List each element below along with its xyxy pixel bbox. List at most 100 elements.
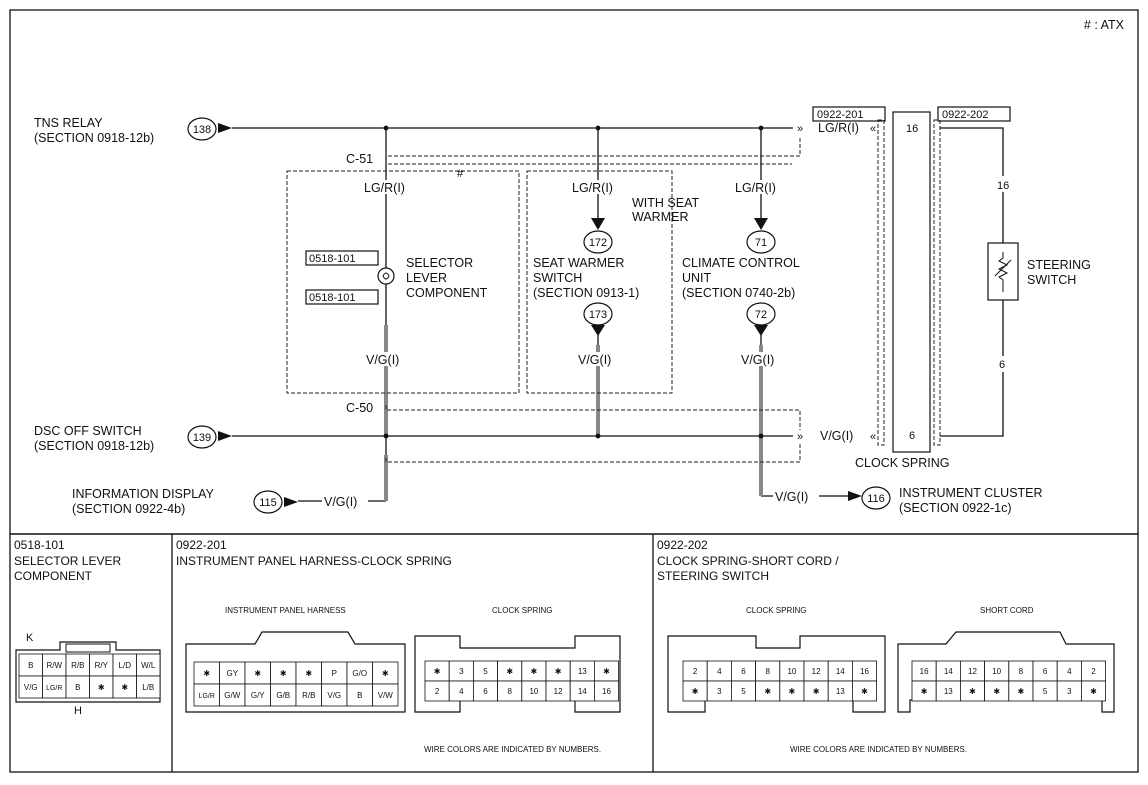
- pin-label: ✱: [98, 683, 105, 692]
- harness-dash: [385, 136, 801, 157]
- clock-spring-label-1: CLOCK SPRING: [492, 606, 552, 615]
- panel-2-title: INSTRUMENT PANEL HARNESS-CLOCK SPRING: [176, 554, 452, 568]
- pin-label: L/B: [142, 683, 154, 692]
- clock-spring-conn-right-tag: [937, 106, 1011, 122]
- clock-spring-wire-bottom: V/G(I): [820, 429, 853, 443]
- splice-dot-icon: [595, 125, 601, 131]
- pin-label: G/O: [352, 669, 367, 678]
- pin-label: 8: [1019, 667, 1024, 676]
- label-mask: [739, 352, 785, 366]
- seat-warmer-dashed-box: [526, 170, 673, 394]
- arrowhead-icon: [218, 431, 232, 441]
- label-mask: [576, 352, 622, 366]
- pin-label: 8: [507, 687, 512, 696]
- clock-spring-pin-top: 16: [906, 123, 918, 135]
- pin-label: 8: [765, 667, 770, 676]
- pin-label: 16: [602, 687, 611, 696]
- connector-circle-icon: [253, 490, 283, 514]
- pin-label: ✱: [382, 669, 389, 678]
- seat-warmer-note-2: WARMER: [632, 210, 688, 224]
- selector-conn-tag: [305, 250, 379, 266]
- pin-label: B: [28, 661, 33, 670]
- splice-dot-icon: [758, 433, 764, 439]
- pin-label: 13: [944, 687, 953, 696]
- info-display-section: (SECTION 0922-4b): [72, 502, 185, 516]
- pin-label: G/Y: [251, 691, 265, 700]
- harness-dash: [385, 405, 801, 430]
- connector-circle-icon: [187, 425, 217, 449]
- pin-label: R/W: [46, 661, 62, 670]
- pin-label: 3: [1067, 687, 1072, 696]
- steering-pin-top: 16: [997, 180, 1009, 192]
- pin-cell: [594, 680, 620, 702]
- selector-conn-tag: [305, 289, 379, 305]
- pin-label: G/W: [224, 691, 240, 700]
- pin-label: 14: [578, 687, 587, 696]
- pin-label: 5: [741, 687, 746, 696]
- tns-relay-section: (SECTION 0918-12b): [34, 131, 154, 145]
- steering-wire-bottom: [940, 300, 1004, 437]
- pin-label: ✱: [764, 687, 771, 696]
- clock-spring-dashed-left: [877, 119, 885, 446]
- splice-dot-icon: [383, 125, 389, 131]
- pin-label: ✱: [692, 687, 699, 696]
- panel-3-title-1: CLOCK SPRING-SHORT CORD /: [657, 554, 839, 568]
- label-mask: [733, 180, 789, 194]
- pin-label: ✱: [861, 687, 868, 696]
- tns-relay-name: TNS RELAY: [34, 116, 103, 130]
- pin-label: 3: [459, 667, 464, 676]
- arrowhead-icon: [848, 491, 862, 501]
- pin-label: 10: [529, 687, 538, 696]
- clock-spring-label-2: CLOCK SPRING: [746, 606, 806, 615]
- pin-label: P: [332, 669, 337, 678]
- clock-spring-conn-left: 0922-201: [817, 109, 864, 121]
- wire-note-1: WIRE COLORS ARE INDICATED BY NUMBERS.: [424, 745, 601, 754]
- selector-inner-icon: [382, 272, 390, 280]
- pin-cell: [852, 680, 878, 702]
- clock-spring-conn-left-tag: [812, 106, 886, 122]
- selector-conn-bottom: 0518-101: [309, 292, 356, 304]
- pin-label: W/L: [141, 661, 156, 670]
- pin-label: 16: [920, 667, 929, 676]
- selector-name-3: COMPONENT: [406, 286, 488, 300]
- pin-label: 12: [968, 667, 977, 676]
- label-mask: [364, 352, 410, 366]
- pin-label: 5: [483, 667, 488, 676]
- label-mask: [997, 176, 1011, 192]
- cluster-section: (SECTION 0922-1c): [899, 501, 1012, 515]
- seat-warmer-wire-bottom-label: V/G(I): [578, 353, 611, 367]
- ip-harness-label: INSTRUMENT PANEL HARNESS: [225, 606, 346, 615]
- pin-label: GY: [226, 669, 238, 678]
- connector-circle-icon: [187, 117, 217, 141]
- pin-label: V/G: [24, 683, 38, 692]
- pin-label: 14: [944, 667, 953, 676]
- pin-label: 12: [554, 687, 563, 696]
- panel-3-title-2: STEERING SWITCH: [657, 569, 769, 583]
- clock-spring-dashed-right: [933, 119, 941, 446]
- panel-1-title-2: COMPONENT: [14, 569, 93, 583]
- arrowhead-icon: [754, 325, 768, 336]
- label-mask: [322, 494, 368, 508]
- dsc-off-section: (SECTION 0918-12b): [34, 439, 154, 453]
- pin-label: V/G: [327, 691, 341, 700]
- selector-dashed-box: [286, 170, 520, 394]
- splice-dot-icon: [758, 125, 764, 131]
- pin-label: B: [75, 683, 80, 692]
- seat-warmer-circle-top: 172: [589, 237, 607, 249]
- wire-note-2: WIRE COLORS ARE INDICATED BY NUMBERS.: [790, 745, 967, 754]
- info-display-wire-label: V/G(I): [324, 495, 357, 509]
- clock-spring-conn-right: 0922-202: [942, 109, 989, 121]
- climate-name-2: UNIT: [682, 271, 712, 285]
- atx-hash-mark: #: [457, 168, 464, 180]
- pin-label: 2: [1091, 667, 1096, 676]
- label-mask: [358, 180, 414, 194]
- pin-label: ✱: [813, 687, 820, 696]
- pin-label: ✱: [280, 669, 287, 678]
- connector-chevron: »: [797, 123, 803, 135]
- seat-warmer-name-2: SWITCH: [533, 271, 582, 285]
- selector-component-symbol: [377, 267, 395, 285]
- dsc-circle-number: 139: [193, 432, 211, 444]
- pin-label: ✱: [121, 683, 128, 692]
